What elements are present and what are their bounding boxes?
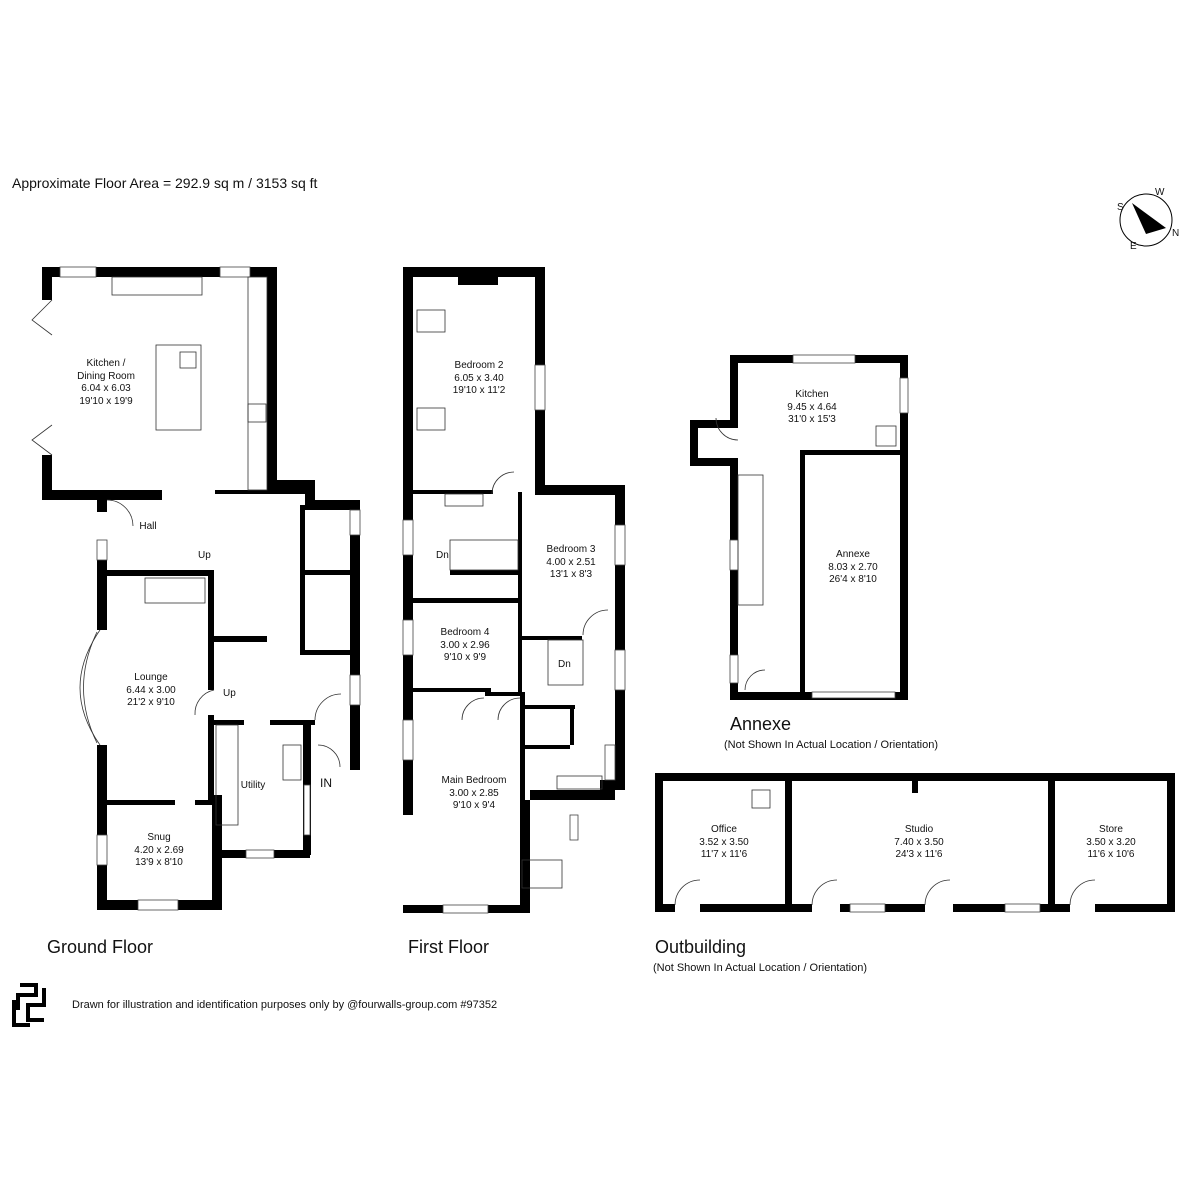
disclaimer: Drawn for illustration and identificatio… [72, 999, 498, 1011]
compass-s: S [1117, 202, 1124, 213]
stairs-up-label: Up [198, 550, 211, 561]
outbuilding-walls [655, 773, 1175, 913]
room-hall: Hall [139, 521, 157, 532]
compass-n: N [1172, 228, 1180, 239]
compass-w: W [1155, 187, 1165, 198]
stairs-up-label: Up [223, 688, 236, 699]
floor-area-label: Approximate Floor Area = 292.9 sq m / 31… [12, 175, 318, 191]
first-floor-walls [402, 267, 626, 914]
outbuilding-title: Outbuilding [655, 937, 747, 957]
ground-floor-title: Ground Floor [47, 937, 154, 957]
annexe-walls [690, 354, 909, 700]
room-utility: Utility [240, 780, 266, 791]
entrance-label: IN [320, 776, 332, 790]
compass-e: E [1130, 241, 1137, 252]
stairs-down-label: Dn [558, 659, 571, 670]
annexe-title: Annexe [730, 714, 792, 734]
first-floor-title: First Floor [408, 937, 489, 957]
ground-floor-walls [31, 266, 361, 911]
outbuilding-note: (Not Shown In Actual Location / Orientat… [653, 962, 868, 974]
fourwalls-logo-icon [12, 983, 46, 1027]
annexe-note: (Not Shown In Actual Location / Orientat… [724, 739, 939, 751]
compass-icon [1119, 193, 1173, 247]
stairs-down-label: Dn [436, 550, 449, 561]
